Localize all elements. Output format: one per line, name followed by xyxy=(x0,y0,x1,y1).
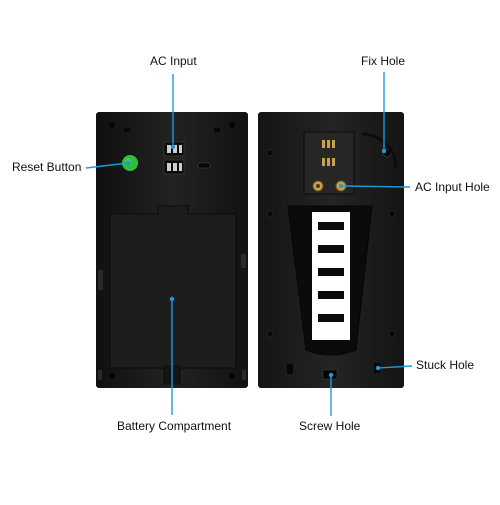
ac-input-terminals xyxy=(163,141,185,175)
label-reset-button: Reset Button xyxy=(12,160,82,174)
label-ac-input: AC Input xyxy=(150,54,197,68)
label-fix-hole: Fix Hole xyxy=(361,54,406,68)
label-stuck-hole: Stuck Hole xyxy=(416,358,475,372)
doorbell-corner-holes xyxy=(109,122,235,379)
callout-ac-input-hole-dot xyxy=(338,183,344,189)
ladder-rungs xyxy=(318,222,344,322)
callout-reset-button-dot xyxy=(125,160,131,166)
stuck-hole-left xyxy=(287,364,293,374)
label-battery-compartment: Battery Compartment xyxy=(117,419,232,433)
callout-stuck-hole-line xyxy=(377,365,413,369)
battery-compartment-cover xyxy=(109,205,237,369)
callout-lines xyxy=(85,72,413,416)
callout-ac-input-hole-line xyxy=(340,185,411,188)
top-slot-right xyxy=(214,128,220,132)
callout-reset-button-line xyxy=(85,162,129,169)
label-ac-input-hole: AC Input Hole xyxy=(415,180,490,194)
plate-upper-arch xyxy=(361,132,398,169)
label-screw-hole: Screw Hole xyxy=(299,419,361,433)
mounting-plate xyxy=(258,112,404,388)
top-slot-left xyxy=(124,128,130,132)
plate-mount-holes xyxy=(266,149,396,338)
callout-fix-hole-dot xyxy=(381,148,387,154)
side-clip-right xyxy=(241,254,246,268)
callout-battery-dot xyxy=(169,296,175,302)
micro-usb-port xyxy=(197,162,211,169)
ac-input-connectors xyxy=(322,140,335,166)
callout-stuck-hole-dot xyxy=(375,365,381,371)
callout-ac-input-dot xyxy=(170,144,176,150)
doorbell-back xyxy=(96,112,248,388)
side-clip-left xyxy=(98,270,103,290)
callout-screw-hole-dot xyxy=(328,372,334,378)
